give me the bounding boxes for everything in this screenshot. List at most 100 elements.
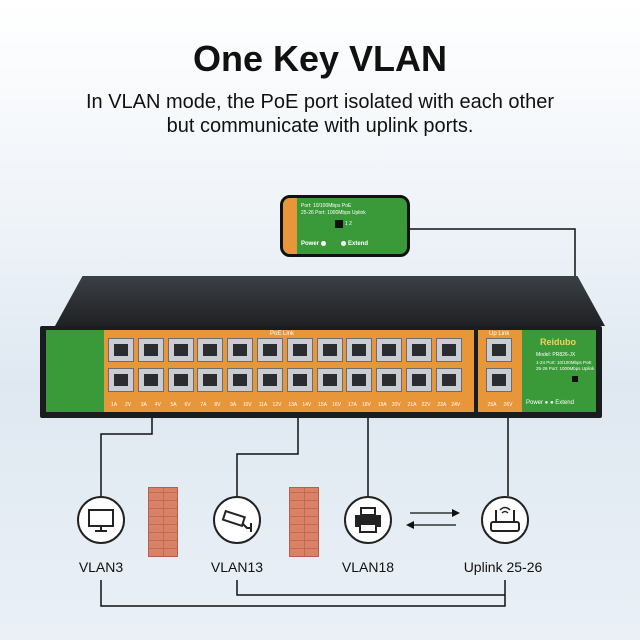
vlan13-device (213, 496, 261, 544)
rj45-port[interactable] (406, 338, 432, 362)
port-number: 2V (124, 402, 132, 408)
uplink-port-number: 26V (503, 402, 513, 408)
zoom-spec-1: Port: 10/100Mbps PoE (301, 203, 352, 209)
port-number: 6V (184, 402, 191, 408)
port-number: 16V (332, 402, 342, 408)
rj45-port[interactable] (316, 338, 343, 362)
port-number: 12V (272, 402, 282, 408)
rj45-port[interactable] (435, 338, 462, 362)
arrow-left-head (406, 521, 414, 529)
rj45-port[interactable] (227, 368, 254, 392)
port-number: 19A (377, 402, 387, 408)
zoom-orange-strip (283, 198, 297, 254)
vlan3-device (77, 496, 125, 544)
rj45-port[interactable] (286, 338, 313, 362)
rj45-port[interactable] (197, 368, 224, 392)
vlan13-label: VLAN13 (210, 559, 264, 575)
port-number: 14V (302, 402, 312, 408)
rj45-port[interactable] (346, 338, 373, 362)
page-subtitle: In VLAN mode, the PoE port isolated with… (0, 90, 640, 138)
uplink-device (481, 496, 529, 544)
brick-wall-1 (148, 487, 178, 557)
spec-label-2: 25-26 Port: 1000Mbps Uplink (536, 366, 595, 371)
zoom-spec-2: 25-26 Port: 1000Mbps Uplink (301, 210, 366, 216)
uplink-label-text: Uplink 25-26 (463, 559, 543, 575)
zoom-extend-label: Extend (348, 241, 369, 248)
spec-label-1: 1-24 Port: 10/100Mbps PoE (536, 360, 592, 365)
rj45-port[interactable] (376, 368, 403, 392)
rj45-port[interactable] (108, 338, 134, 362)
dip-switch (335, 220, 343, 228)
rj45-port[interactable] (167, 368, 194, 392)
port-number: 4V (154, 402, 161, 408)
vlan13-line (236, 418, 299, 496)
port-number: 18V (361, 402, 371, 408)
rj45-port[interactable] (286, 368, 313, 392)
printer-icon (355, 507, 381, 533)
model-label: Model: PR826-JX (536, 352, 576, 358)
rj45-port[interactable] (197, 338, 224, 362)
port-number: 10V (242, 402, 252, 408)
brand-logo: Reidubo (540, 337, 576, 347)
subtitle-line-2: but communicate with uplink ports. (166, 115, 474, 137)
bottom-bus-line (100, 580, 506, 607)
port-number: 9A (230, 402, 237, 408)
port-number: 20V (391, 402, 401, 408)
port-number: 1A (110, 402, 118, 408)
port-number: 21A (407, 402, 417, 408)
vlan18-label: VLAN18 (341, 559, 395, 575)
camera-icon (221, 509, 252, 532)
rj45-port[interactable] (316, 368, 343, 392)
router-icon (490, 506, 520, 532)
port-number: 22V (421, 402, 431, 408)
port-number: 23A (437, 402, 447, 408)
rj45-port[interactable] (137, 338, 164, 362)
port-number: 11A (258, 402, 268, 408)
switch-dip[interactable] (572, 376, 578, 382)
uplink-label: Up Link (489, 331, 510, 337)
zoom-extend-led: Extend (341, 241, 368, 247)
uplink-port-number: 25A (487, 402, 497, 408)
rj45-port[interactable] (167, 338, 194, 362)
rj45-port[interactable] (435, 368, 462, 392)
port-number: 3A (140, 402, 147, 408)
bottom-bus-line-2 (236, 580, 505, 596)
switch-left-panel (46, 330, 104, 412)
rj45-port[interactable] (257, 338, 283, 362)
rj45-port[interactable] (406, 368, 432, 392)
port-number: 7A (200, 402, 207, 408)
vlan18-device (344, 496, 392, 544)
port-number: 13A (288, 402, 298, 408)
uplink-port[interactable] (486, 368, 512, 392)
rj45-port[interactable] (346, 368, 373, 392)
subtitle-line-1: In VLAN mode, the PoE port isolated with… (85, 91, 555, 113)
switch-led-labels: Power ● ● Extend (526, 400, 574, 406)
zoom-power-label: Power (301, 241, 320, 248)
poe-link-label: PoE Link (270, 331, 295, 337)
zoom-callout: Port: 10/100Mbps PoE 25-26 Port: 1000Mbp… (280, 195, 410, 257)
page-title: One Key VLAN (192, 38, 448, 79)
brick-wall-2 (289, 487, 319, 557)
port-number: 15A (318, 402, 328, 408)
rj45-port[interactable] (108, 368, 134, 392)
rj45-port[interactable] (257, 368, 283, 392)
zoom-power-led: Power (301, 241, 327, 248)
extend-led-label: Extend (555, 400, 574, 406)
power-led-label: Power (526, 400, 544, 406)
port-number: 24V (451, 402, 461, 408)
uplink-port[interactable] (486, 338, 512, 362)
monitor-icon (88, 509, 114, 532)
switch-right-panel (522, 330, 596, 412)
vlan3-label: VLAN3 (78, 559, 124, 575)
vlan3-line (100, 418, 153, 496)
rj45-port[interactable] (227, 338, 254, 362)
switch-top (55, 276, 605, 326)
dip-switch-label: 1 2 (345, 221, 352, 227)
port-number: 17A (347, 402, 357, 408)
rj45-port[interactable] (376, 338, 403, 362)
rj45-port[interactable] (137, 368, 164, 392)
port-number: 8V (214, 402, 221, 408)
arrow-right-head (452, 509, 460, 517)
port-number: 5A (170, 402, 177, 408)
